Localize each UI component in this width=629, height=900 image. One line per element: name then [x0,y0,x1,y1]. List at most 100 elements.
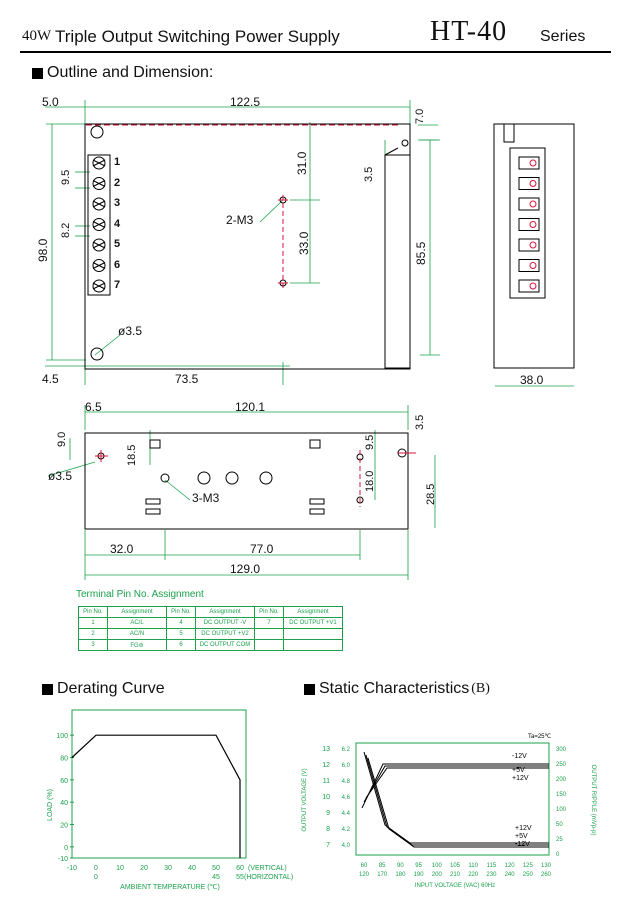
static-x-tick: 90 [397,863,404,869]
static-right-tick: 250 [556,762,567,768]
derating-y-tick: 20 [60,823,68,830]
psu-side-rail [384,154,411,369]
side-terminal [518,259,540,272]
static-left-tick2: 4.0 [342,843,351,849]
static-curve-12 [365,767,549,799]
static-x-tick: 100 [432,863,443,869]
table-cell: DC OUTPUT COM [195,639,255,651]
static-right-tick: 200 [556,777,567,783]
dim-label: 5.0 [42,95,59,109]
static-curve-label: -12V [515,841,530,848]
derating-x-tick2: 45 [212,874,220,881]
static-ripple-12neg [367,757,549,848]
derating-x-tick: 60 [236,865,244,872]
side-terminal-screw [529,221,537,228]
static-left-tick: 13 [322,746,330,753]
derating-xlabel: AMBIENT TEMPERATURE (℃) [120,884,220,891]
derating-y-tick: 0 [64,845,68,852]
header-rule [20,51,611,53]
terminal-slot [92,221,106,228]
static-x-tick2: 170 [377,872,388,878]
static-x-tick2: 210 [450,872,461,878]
model-number: HT-40 [430,16,508,47]
static-x-tick2: 230 [486,872,497,878]
static-frame [355,742,550,856]
terminal-number: 2 [114,176,121,189]
static-left-tick2: 6.2 [342,747,351,753]
static-ta-note: Ta=25℃ [528,734,552,740]
outline-heading-text: Outline and Dimension: [47,64,214,81]
screw-hole [225,471,239,485]
side-terminal-screw [529,200,537,208]
derating-x-tick2: 55 [236,874,244,881]
derating-x-tick: 30 [164,865,172,872]
terminal-slot [92,159,106,167]
red-marks [86,124,416,507]
table-cell: FG⊜ [107,639,167,651]
static-x-tick2: 240 [505,872,516,878]
static-left-tick: 11 [323,778,330,785]
terminal-number: 6 [114,258,121,271]
static-left-tick2: 6.0 [342,763,351,769]
side-terminal-screw [529,159,537,167]
static-left-tick2: 4.2 [342,827,351,833]
product-title: Triple Output Switching Power Supply [55,27,340,46]
derating-x-tick: 20 [140,865,148,872]
mount-hole-top [90,125,104,139]
table-cell [283,639,343,651]
static-x-tick: 115 [487,863,497,869]
dim-label: ø3.5 [48,469,73,483]
side-terminal [518,218,540,231]
bullet-square-icon [32,67,43,79]
derating-heading: Derating Curve [42,680,165,698]
derating-y-tick: 40 [60,800,68,807]
static-left-tick2: 4.6 [342,795,351,801]
derating-y-tick: -10 [58,856,68,863]
derating-horizontal-note: (HORIZONTAL) [244,874,293,881]
terminal-slot [92,241,106,249]
derating-ylabel: LOAD (%) [47,789,54,821]
static-right-tick: 300 [556,747,567,753]
side-terminal [518,177,540,190]
dim-label: 77.0 [250,542,274,556]
screw-hole [160,473,170,483]
dim-label: ø3.5 [118,324,143,338]
static-left-tick2: 4.8 [342,779,351,785]
static-x-tick: 130 [541,863,552,869]
dim-label: 32.0 [110,542,134,556]
terminal-number: 7 [114,279,121,291]
outline-heading: Outline and Dimension: [32,64,213,82]
static-x-tick2: 200 [432,872,443,878]
derating-curve [71,734,241,858]
static-x-tick: 110 [468,863,478,869]
terminal-slot [92,200,106,208]
static-x-tick: 105 [450,863,461,869]
terminal-block [87,154,111,296]
derating-y-tick: 100 [56,733,68,740]
static-left-tick: 12 [322,762,330,769]
static-x-tick: 125 [523,863,534,869]
terminal-number: 5 [114,238,121,250]
derating-x-tick: -10 [67,865,77,872]
static-xlabel: INPUT VOLTAGE (VAC) 60Hz [415,883,495,889]
static-heading-suffix: (B) [471,681,490,696]
dim-label: 122.5 [230,95,261,109]
side-terminal [518,238,540,252]
terminal-screws [92,156,540,293]
static-x-tick: 95 [415,863,422,869]
terminal-screw-icon [92,259,106,272]
side-terminal [518,156,540,170]
terminal-number: 3 [114,197,121,209]
static-ylabel-left: OUTPUT VOLTAGE (V) [302,768,308,831]
wattage-label: 40W [22,28,52,44]
psu-side-view [493,123,575,369]
derating-heading-text: Derating Curve [57,680,165,697]
derating-vertical-note: (VERTICAL) [248,865,287,872]
psu-bottom-outline [84,432,409,530]
static-curve-label: +5V [515,833,528,840]
dim-label: 2-M3 [226,213,254,227]
pin-table-title: Terminal Pin No. Assignment [76,589,204,600]
